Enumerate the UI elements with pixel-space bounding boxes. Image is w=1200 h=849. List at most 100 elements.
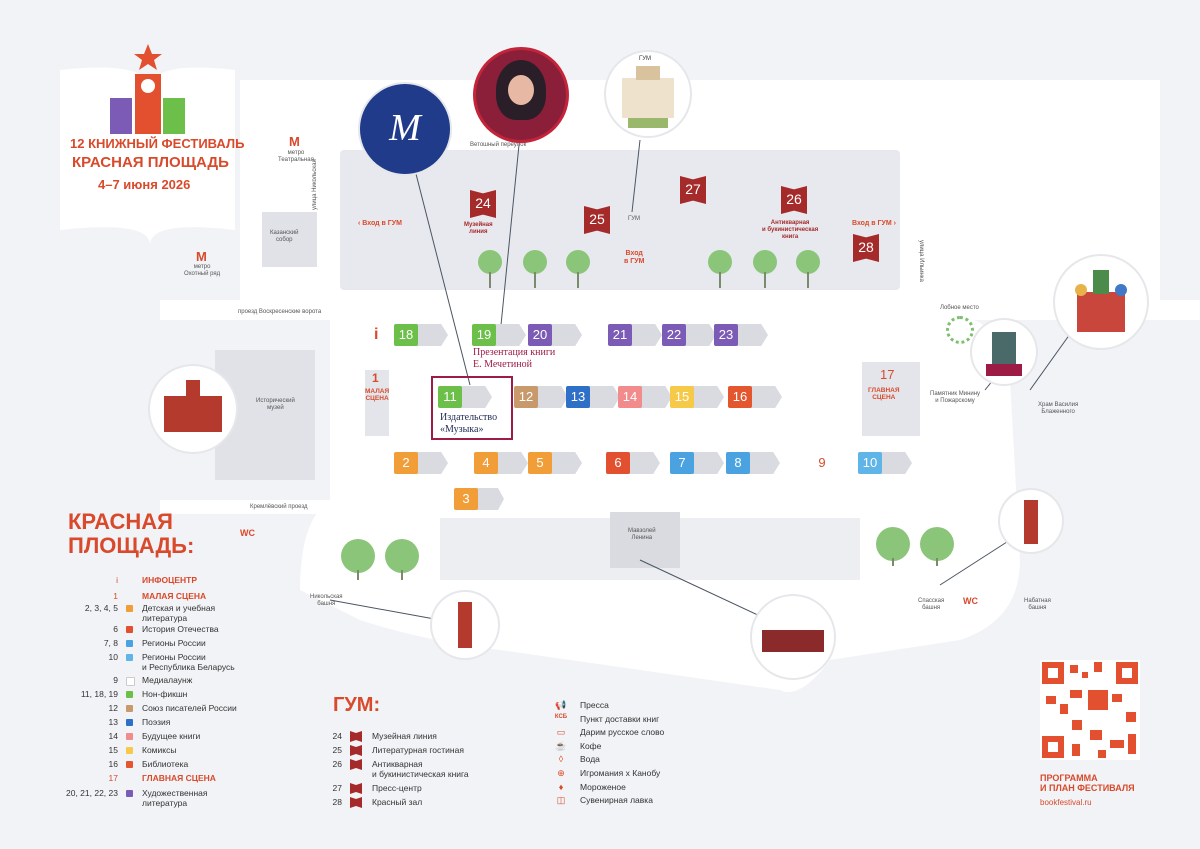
gum-book-24[interactable]: 24	[470, 190, 496, 218]
legend-color-swatch	[126, 640, 133, 647]
service-row: ◊Вода	[552, 754, 752, 767]
legend-color-swatch	[126, 626, 133, 633]
legend-row-number: 10	[108, 652, 118, 662]
legend-row-number: 6	[113, 624, 118, 634]
entry-gum-center[interactable]: Вход в ГУМ	[624, 250, 645, 266]
hist-museum-label: Исторический музей	[256, 398, 295, 411]
stall-3[interactable]: 3	[454, 488, 504, 510]
gum-legend-number: 27	[332, 783, 342, 793]
legend-row-number: 17	[108, 773, 118, 783]
stall-16[interactable]: 16	[728, 386, 788, 408]
stall-20[interactable]: 20	[528, 324, 588, 346]
legend-row-number: 20, 21, 22, 23	[66, 788, 118, 798]
service-row: ♦Мороженое	[552, 782, 752, 795]
gum-label: ГУМ	[628, 216, 641, 222]
mausoleum-label: Мавзолей Ленина	[628, 528, 656, 541]
stall-9[interactable]: 9	[810, 452, 840, 474]
stall-13[interactable]: 13	[566, 386, 626, 408]
minin-label: Памятник Минину и Пожарскому	[930, 391, 981, 404]
stall-8[interactable]: 8	[726, 452, 786, 474]
stall-12[interactable]: 12	[514, 386, 574, 408]
legend-row-number: 15	[108, 745, 118, 755]
stall-21[interactable]: 21	[608, 324, 668, 346]
icecream-icon: ♦	[558, 781, 564, 792]
metro-okhotny-label: метро Охотный ряд	[184, 264, 221, 277]
stall-19[interactable]: 19	[472, 324, 532, 346]
ilyinka-label: улица Ильинка	[918, 240, 924, 282]
infocenter-icon[interactable]: i	[374, 326, 379, 343]
gum-book-icon	[350, 783, 362, 796]
service-label: Сувенирная лавка	[580, 795, 653, 806]
legend-color-swatch	[126, 691, 133, 698]
service-row: ⊕Игромания х Канобу	[552, 768, 752, 781]
gum-book-26[interactable]: 26	[781, 186, 807, 214]
legend-row-label: Союз писателей России	[142, 703, 237, 713]
small-stage-label: МАЛАЯ СЦЕНА	[365, 388, 390, 403]
gum-legend-label: Литературная гостиная	[372, 745, 464, 755]
stall-15[interactable]: 15	[670, 386, 730, 408]
legend-title: КРАСНАЯ ПЛОЩАДЬ:	[68, 509, 195, 559]
gum-book-icon	[350, 745, 362, 758]
stall-11[interactable]: 11	[438, 386, 498, 408]
lobnoe-icon	[946, 316, 974, 344]
gum-book-27[interactable]: 27	[680, 176, 706, 204]
legend-color-swatch	[126, 761, 133, 768]
stall-14[interactable]: 14	[618, 386, 678, 408]
stall-10[interactable]: 10	[858, 452, 918, 474]
gum-book-icon	[350, 797, 362, 810]
gum-book-28[interactable]: 28	[853, 234, 879, 262]
stall-6[interactable]: 6	[606, 452, 666, 474]
legend-row-number: 9	[113, 675, 118, 685]
stall-23[interactable]: 23	[714, 324, 774, 346]
service-row: ▭Дарим русское слово	[552, 727, 752, 740]
gum-legend-number: 28	[332, 797, 342, 807]
stall-22[interactable]: 22	[662, 324, 722, 346]
legend-color-swatch	[126, 790, 133, 797]
legend-row-label: Детская и учебная литература	[142, 603, 216, 623]
legend-row-label: Библиотека	[142, 759, 189, 769]
wc-right[interactable]: WC	[963, 596, 978, 606]
legend-row-number: 13	[108, 717, 118, 727]
ksp-icon: КСБ	[554, 713, 568, 720]
stall-2[interactable]: 2	[394, 452, 454, 474]
legend-row-number: 7, 8	[103, 638, 118, 648]
legend-row-label: Художественная литература	[142, 788, 208, 808]
qr-caption: ПРОГРАММА И ПЛАН ФЕСТИВАЛЯ	[1040, 773, 1135, 794]
gum-legend-number: 26	[332, 759, 342, 769]
antik-label: Антикварная и букинистическая книга	[762, 220, 819, 240]
stall-5[interactable]: 5	[528, 452, 588, 474]
qr-code-icon[interactable]	[1040, 660, 1140, 760]
entry-gum-left[interactable]: ‹ Вход в ГУМ	[358, 220, 402, 227]
legend-row-label: ИНФОЦЕНТР	[142, 575, 197, 585]
gum-legend-number: 24	[332, 731, 342, 741]
legend-row-label: Комиксы	[142, 745, 177, 755]
legend-color-swatch	[126, 719, 133, 726]
spasskaya-tower-label: Спасская башня	[918, 598, 945, 611]
service-label: Игромания х Канобу	[580, 768, 661, 778]
gum-building-circle: ГУМ	[606, 52, 690, 136]
muzyka-logo-circle: M	[360, 84, 450, 174]
stall-4[interactable]: 4	[474, 452, 534, 474]
legend-row-label: Регионы России и Республика Беларусь	[142, 652, 235, 672]
stall-18[interactable]: 18	[394, 324, 454, 346]
main-stage-label: ГЛАВНАЯ СЦЕНА	[868, 387, 900, 402]
gum-building-label: ГУМ	[639, 56, 652, 62]
wc-left[interactable]: WC	[240, 528, 255, 538]
mechetina-portrait-circle	[476, 50, 566, 140]
qr-url[interactable]: bookfestival.ru	[1040, 798, 1092, 807]
entry-gum-right[interactable]: Вход в ГУМ ›	[852, 220, 896, 227]
gift-icon: ◫	[556, 795, 566, 806]
main-stage-num[interactable]: 17	[880, 367, 895, 382]
stall-7[interactable]: 7	[670, 452, 730, 474]
gum-book-25[interactable]: 25	[584, 206, 610, 234]
small-stage-num[interactable]: 1	[372, 371, 379, 385]
service-label: Дарим русское слово	[580, 727, 665, 738]
